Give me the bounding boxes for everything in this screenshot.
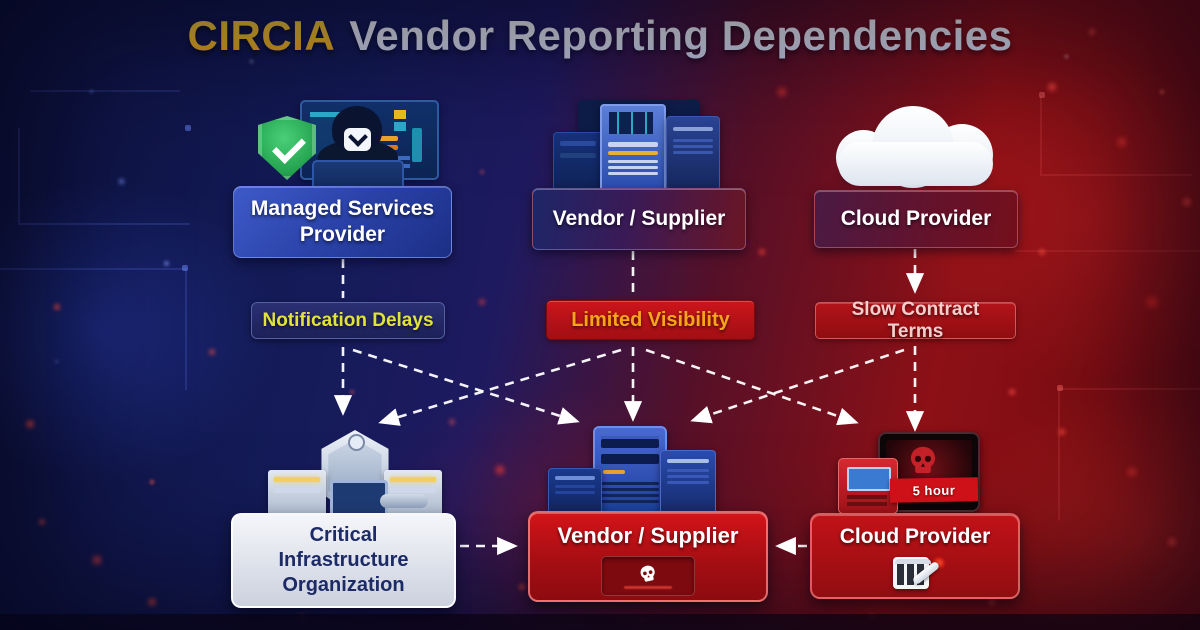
arrow-vendor-to-critical bbox=[378, 348, 622, 426]
node-critical-infrastructure-organization: Critical Infrastructure Organization bbox=[231, 513, 456, 608]
node-label: Cloud Provider bbox=[840, 207, 992, 230]
node-label: Managed Services Provider bbox=[250, 196, 435, 246]
page-title: CIRCIA Vendor Reporting Dependencies bbox=[0, 12, 1200, 60]
friction-label: Limited Visibility bbox=[571, 308, 730, 331]
chevron-down-icon bbox=[347, 127, 368, 147]
cloud-icon bbox=[828, 106, 1003, 190]
circuit-trace bbox=[30, 90, 180, 92]
red-skull-icon bbox=[910, 446, 936, 474]
title-highlight: CIRCIA bbox=[187, 12, 336, 59]
friction-limited-visibility: Limited Visibility bbox=[546, 300, 755, 340]
node-managed-services-provider: Managed Services Provider bbox=[233, 186, 452, 258]
circuit-pad bbox=[1039, 92, 1045, 98]
friction-label: Slow Contract Terms bbox=[851, 298, 980, 342]
arrow-cloud-to-vendor bbox=[690, 348, 905, 424]
circuit-pad bbox=[1057, 385, 1063, 391]
server-rack-icon bbox=[548, 100, 728, 192]
node-cloud-provider-bottom: Cloud Provider bbox=[810, 513, 1020, 599]
server-towers-icon bbox=[548, 426, 718, 516]
circuit-pad bbox=[185, 125, 191, 131]
red-particles bbox=[0, 0, 4, 4]
arrow-vendor-to-cloud bbox=[645, 348, 859, 426]
threat-badge bbox=[601, 556, 695, 596]
circuit-trace bbox=[1015, 250, 1200, 252]
node-label: Vendor / Supplier bbox=[557, 523, 739, 548]
title-rest: Vendor Reporting Dependencies bbox=[349, 12, 1013, 59]
circuit-trace bbox=[0, 268, 187, 390]
friction-slow-contract-terms: Slow Contract Terms bbox=[815, 299, 1016, 342]
monitor-hacker-shield-icon bbox=[258, 98, 439, 196]
node-label: Vendor / Supplier bbox=[552, 207, 726, 230]
skull-icon bbox=[640, 565, 655, 582]
illegible-caption bbox=[624, 585, 672, 589]
node-vendor-supplier-bottom: Vendor / Supplier bbox=[528, 511, 768, 602]
arrow-msp-to-vendor bbox=[352, 348, 580, 425]
breached-tablet-icon: 5 hour bbox=[838, 432, 998, 514]
calendar-pen-icon bbox=[891, 555, 945, 593]
node-label: Critical Infrastructure Organization bbox=[278, 524, 409, 596]
circuit-trace bbox=[1058, 388, 1200, 520]
circuit-trace bbox=[18, 128, 190, 225]
node-label: Cloud Provider bbox=[839, 525, 991, 548]
node-cloud-provider-top: Cloud Provider bbox=[814, 190, 1018, 248]
friction-label: Notification Delays bbox=[262, 309, 434, 331]
node-vendor-supplier-top: Vendor / Supplier bbox=[532, 188, 746, 250]
circuit-trace bbox=[1040, 96, 1192, 176]
bottom-edge-strip bbox=[0, 614, 1200, 630]
blue-particles bbox=[0, 0, 3, 3]
industrial-facility-icon bbox=[268, 430, 443, 532]
friction-notification-delays: Notification Delays bbox=[251, 302, 445, 339]
hour-tag: 5 hour bbox=[889, 477, 979, 503]
circuit-pad bbox=[182, 265, 188, 271]
